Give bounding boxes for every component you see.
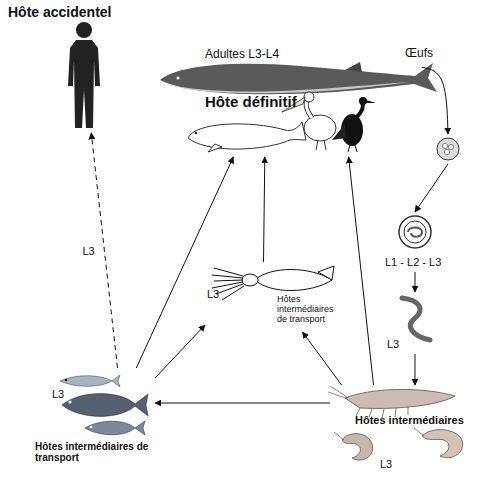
human-head <box>76 22 92 38</box>
krill-antennae <box>328 386 348 399</box>
cycle-arrow <box>136 157 233 368</box>
larval-egg <box>399 216 431 248</box>
sardine <box>60 375 120 387</box>
egg <box>437 138 459 160</box>
squid-fin <box>318 266 334 280</box>
krill-host: Hôtes intermédiairesL3 <box>330 385 475 475</box>
egg-cell <box>448 144 453 149</box>
cycle-arrow <box>91 133 117 368</box>
cycle-arrow <box>415 272 416 292</box>
stage-label: L3 <box>82 245 94 257</box>
larval-egg-stage: L1 - L2 - L3 <box>385 212 445 272</box>
host-label: Hôtes intermédiaires de transport <box>277 294 339 324</box>
manatee-eye <box>195 132 197 134</box>
whale-fin <box>345 62 362 72</box>
human-body <box>68 40 100 128</box>
accidental-host: Hôte accidentel <box>5 5 120 133</box>
cod <box>62 394 148 417</box>
pelican-legs <box>316 140 326 150</box>
host-label: Hôtes intermédiaires de transport <box>35 441 160 463</box>
krill <box>345 389 455 408</box>
stage-label: Adultes L3-L4 <box>205 48 279 61</box>
fish-host: L3Hôtes intermédiaires de transport <box>30 368 155 468</box>
cycle-arrow <box>303 332 342 385</box>
host-label: Hôtes intermédiaires <box>355 414 464 426</box>
squid-host: L3Hôtes intermédiaires de transport <box>205 262 335 332</box>
whale-eye <box>177 77 180 80</box>
cycle-arrow <box>264 157 265 262</box>
pelican-head <box>304 92 314 102</box>
stage-label: L3 <box>387 338 399 350</box>
krill <box>342 434 373 460</box>
egg-stage: Œufs <box>433 134 463 164</box>
coiled-larva <box>408 228 422 237</box>
whale-body <box>160 63 437 94</box>
definitive-host: Adultes L3-L4Hôte définitif <box>160 42 422 157</box>
manatee-flipper <box>208 144 222 152</box>
larval-egg-inner <box>404 221 426 243</box>
stage-label: L3 <box>207 288 219 300</box>
larva-stage: L3 <box>395 292 435 354</box>
egg-cell <box>442 143 447 148</box>
stage-label: L3 <box>52 388 64 400</box>
whale-belly <box>166 82 410 93</box>
cormorant-head <box>359 97 367 105</box>
cormorant-beak <box>366 100 376 103</box>
cycle-arrow <box>422 67 448 134</box>
cormorant-legs <box>348 145 357 152</box>
cycle-arrow <box>414 354 415 385</box>
larva <box>402 298 430 340</box>
krill <box>422 430 463 458</box>
egg-cell <box>444 149 449 154</box>
stage-label: Œufs <box>405 47 433 60</box>
stage-label: L1 - L2 - L3 <box>385 256 441 268</box>
fish-eye <box>65 379 67 381</box>
pelican-body <box>304 115 336 141</box>
fish-eye <box>68 400 71 403</box>
host-label: Hôte accidentel <box>8 5 111 21</box>
krill-antennae <box>334 428 424 440</box>
fish-eye <box>90 426 93 429</box>
cormorant-wing <box>332 124 346 140</box>
cycle-arrow <box>415 164 448 212</box>
stage-label: L3 <box>380 458 392 470</box>
manatee <box>188 122 306 149</box>
cycle-arrow <box>155 403 330 404</box>
cycle-arrow <box>155 325 205 378</box>
mackerel <box>85 421 145 435</box>
squid-head <box>242 274 258 286</box>
host-label: Hôte définitif <box>205 94 297 111</box>
cycle-arrow <box>349 157 374 385</box>
